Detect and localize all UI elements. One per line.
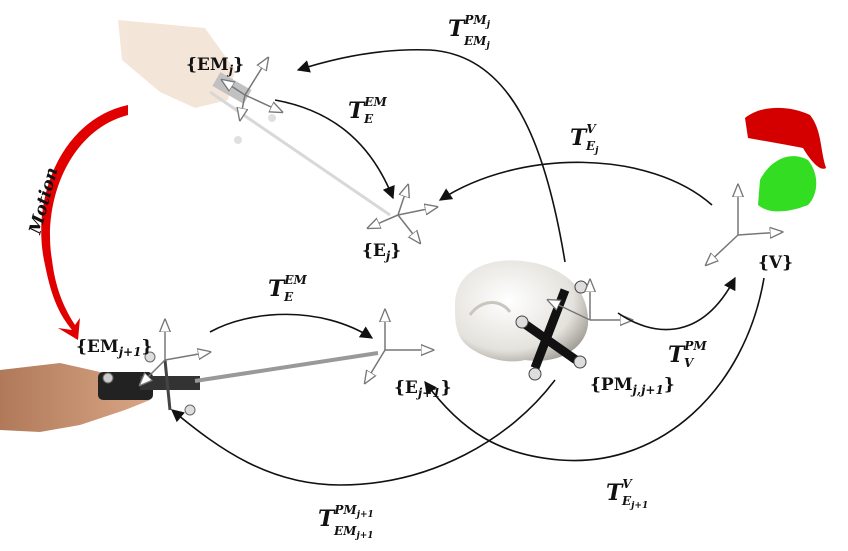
anatomy-models	[745, 107, 826, 212]
frame-label-pm: {PMj,j+1}	[590, 375, 675, 397]
axis-line	[397, 185, 408, 216]
axis-line	[397, 214, 420, 243]
axes-v	[706, 185, 782, 265]
axis-line	[368, 214, 399, 228]
axis-line	[397, 207, 437, 215]
arrow-v-to-ej	[438, 161, 713, 206]
axis-line	[737, 232, 782, 235]
axis-line	[244, 58, 268, 96]
axes-em-j	[222, 58, 282, 120]
arrow-emj1-to-ej1	[209, 313, 374, 339]
frame-label-v: {V}	[758, 253, 793, 273]
axes-e-j1	[365, 310, 433, 383]
motion-arrow	[41, 105, 128, 340]
axis-line	[548, 300, 591, 321]
axes-em-j1	[140, 320, 210, 385]
axis-line	[706, 234, 739, 265]
frame-label-em-j1: {EMj+1}	[76, 337, 152, 359]
axis-line	[222, 80, 246, 96]
coordinate-axes	[140, 58, 782, 385]
arrow-pm-to-v	[617, 276, 736, 331]
axis-line	[244, 94, 282, 112]
axis-line	[365, 349, 386, 383]
axis-line	[140, 359, 166, 385]
frame-label-em-j: {EMj}	[186, 55, 244, 77]
frame-label-e-j: {Ej}	[362, 241, 401, 263]
axes-e-j	[368, 185, 437, 243]
arrow-pm-to-emj	[296, 48, 566, 263]
arrow-emj-to-ej	[274, 99, 395, 200]
arrow-v-to-ej1	[424, 277, 765, 462]
arrow-pm-to-emj1	[171, 379, 556, 486]
endoscope-bottom	[0, 351, 379, 432]
motion-label: Motion	[25, 165, 62, 237]
axes-pm	[548, 280, 632, 320]
frame-label-e-j1: {Ej+1}	[394, 378, 452, 400]
axis-line	[240, 94, 245, 120]
transform-arrows	[171, 48, 765, 486]
axis-line	[164, 352, 210, 361]
skull-phantom	[455, 260, 589, 362]
